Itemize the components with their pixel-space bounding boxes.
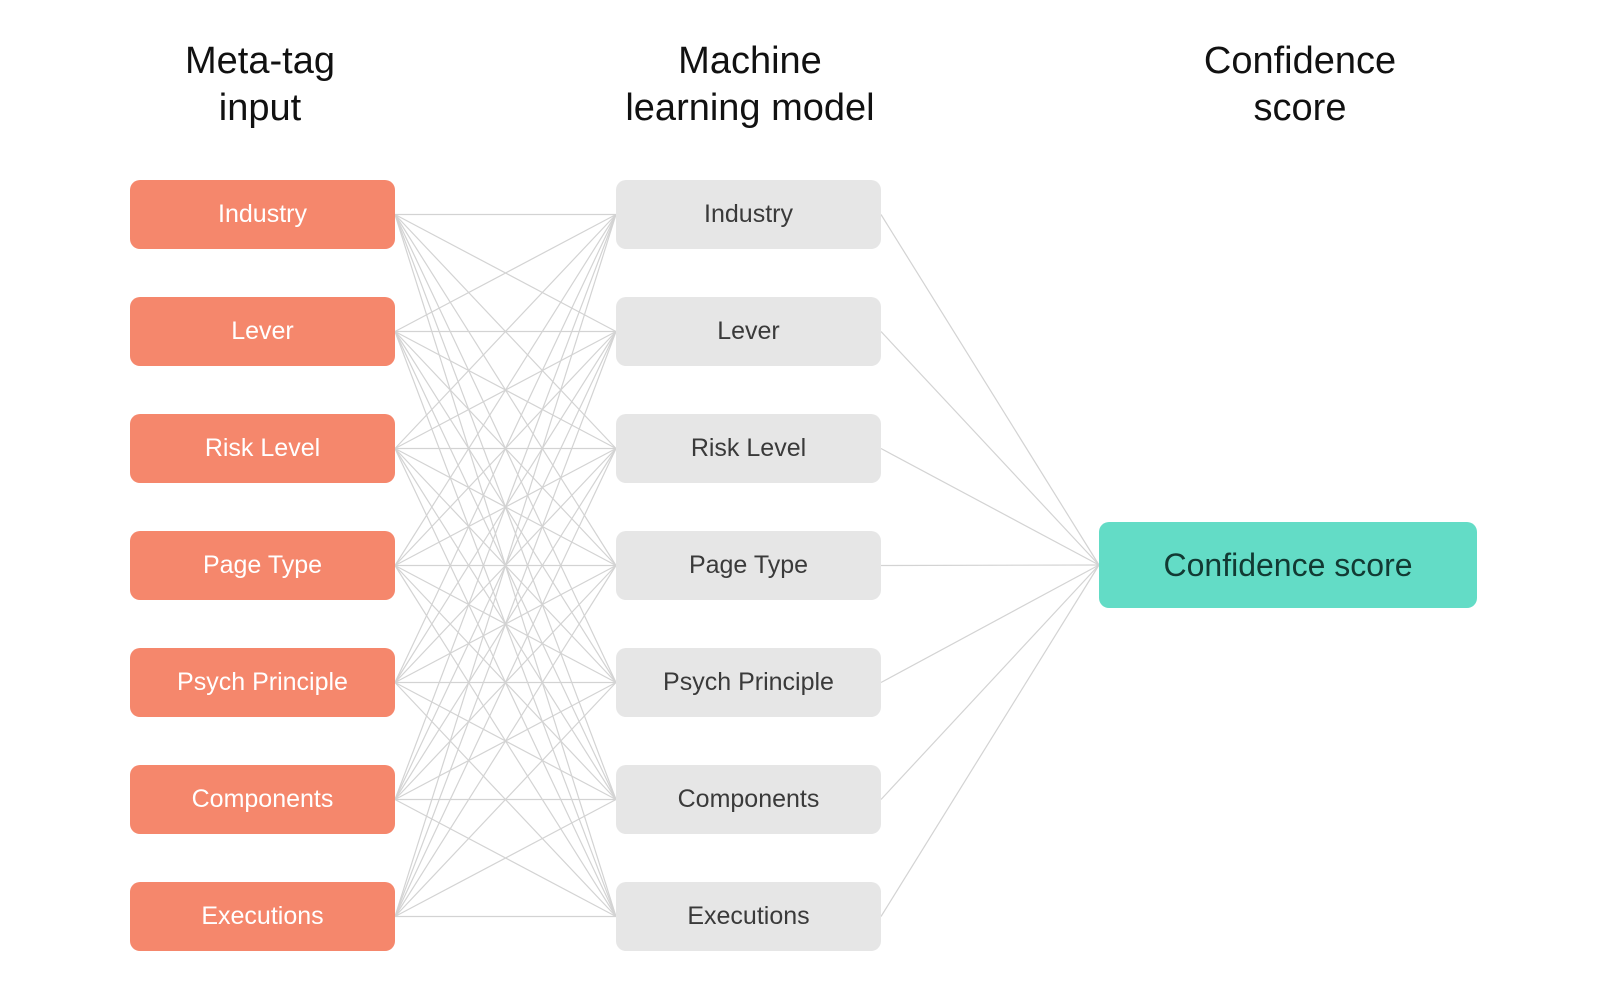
input-node-page-type: Page Type bbox=[130, 531, 395, 600]
score-column-title: Confidence score bbox=[1203, 40, 1397, 129]
confidence-score-node: Confidence score bbox=[1099, 522, 1477, 608]
input-node-executions: Executions bbox=[130, 882, 395, 951]
model-node-psych-principle: Psych Principle bbox=[616, 648, 881, 717]
edge-input-4-to-model-0 bbox=[394, 214, 617, 683]
input-node-components: Components bbox=[130, 765, 395, 834]
model-node-executions: Executions bbox=[616, 882, 881, 951]
edge-input-6-to-model-3 bbox=[394, 565, 617, 917]
model-node-risk-level: Risk Level bbox=[616, 414, 881, 483]
input-node-lever: Lever bbox=[130, 297, 395, 366]
input-column-title: Meta-tag input bbox=[185, 40, 335, 129]
edge-input-6-to-model-2 bbox=[394, 448, 617, 917]
edge-model-0-to-score bbox=[880, 214, 1100, 566]
input-node-industry: Industry bbox=[130, 180, 395, 249]
edge-model-6-to-score bbox=[880, 564, 1100, 917]
edge-model-2-to-score bbox=[880, 447, 1100, 566]
edge-input-5-to-model-0 bbox=[394, 214, 617, 800]
edge-input-6-to-model-0 bbox=[394, 214, 617, 917]
model-node-page-type: Page Type bbox=[616, 531, 881, 600]
edge-input-2-to-model-0 bbox=[394, 214, 617, 449]
model-node-industry: Industry bbox=[616, 180, 881, 249]
edge-model-3-to-score bbox=[880, 564, 1100, 567]
model-node-components: Components bbox=[616, 765, 881, 834]
edge-input-3-to-model-0 bbox=[394, 214, 617, 566]
model-column-title: Machine learning model bbox=[625, 40, 875, 129]
input-node-psych-principle: Psych Principle bbox=[130, 648, 395, 717]
edge-model-4-to-score bbox=[880, 564, 1100, 684]
edge-input-6-to-model-1 bbox=[394, 331, 617, 917]
input-node-risk-level: Risk Level bbox=[130, 414, 395, 483]
edge-input-6-to-model-4 bbox=[394, 682, 617, 917]
edge-model-1-to-score bbox=[880, 331, 1100, 566]
edge-input-1-to-model-0 bbox=[394, 213, 617, 333]
model-node-lever: Lever bbox=[616, 297, 881, 366]
edge-model-5-to-score bbox=[880, 564, 1100, 800]
edge-input-6-to-model-5 bbox=[394, 798, 617, 918]
